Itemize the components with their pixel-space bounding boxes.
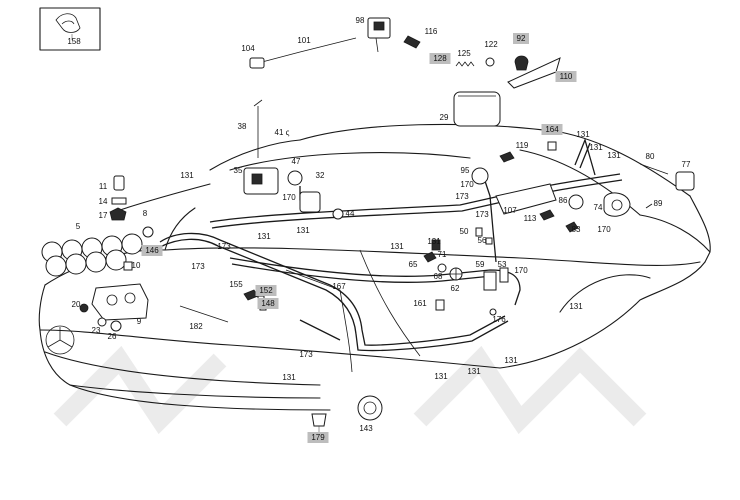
callout-c170a: 170 [460, 180, 474, 189]
callout-c68: 68 [434, 272, 443, 281]
callout-c65: 65 [409, 260, 418, 269]
callout-c50: 50 [460, 227, 469, 236]
callout-c41: 41 ς [275, 128, 290, 137]
callout-c101: 101 [297, 36, 311, 45]
callout-c98: 98 [356, 16, 365, 25]
callout-c95: 95 [461, 166, 470, 175]
callout-c23: 23 [92, 326, 101, 335]
callout-c74: 74 [594, 203, 603, 212]
callout-c14: 14 [99, 197, 108, 206]
callout-c47: 47 [292, 157, 301, 166]
callout-c167: 167 [332, 282, 346, 291]
callout-c86: 86 [559, 196, 568, 205]
callout-c170c: 170 [597, 225, 611, 234]
vacuum-lines [159, 137, 623, 352]
callout-c131l: 131 [434, 372, 448, 381]
callout-c131i: 131 [569, 302, 583, 311]
callout-c131c: 131 [607, 151, 621, 160]
callout-highlight-c179 [307, 432, 329, 443]
callout-c146: 146 [145, 246, 159, 255]
callout-c173c: 173 [217, 242, 231, 251]
callout-c104: 104 [241, 44, 255, 53]
callout-c32: 32 [316, 171, 325, 180]
callout-c148: 148 [261, 299, 275, 308]
callout-c92: 92 [517, 34, 526, 43]
callout-c161: 161 [413, 299, 427, 308]
callout-highlight-c110 [555, 71, 577, 82]
callout-c155: 155 [229, 280, 243, 289]
callout-highlight-c164 [541, 124, 563, 135]
callout-c131j: 131 [504, 356, 518, 365]
callout-c119: 119 [516, 141, 529, 150]
ball-cluster [41, 233, 143, 277]
callout-c89: 89 [654, 199, 663, 208]
callout-c176: 176 [492, 315, 506, 324]
callout-c71: 71 [438, 250, 447, 259]
callout-c131d: 131 [180, 171, 194, 180]
callout-c8: 8 [143, 209, 148, 218]
callout-c131g: 131 [390, 242, 404, 251]
callout-c62: 62 [451, 284, 460, 293]
callout-c44: 44 [346, 209, 355, 218]
callout-c5: 5 [76, 222, 81, 231]
callout-c131a: 131 [576, 130, 590, 139]
callout-c158: 158 [67, 37, 81, 46]
callout-c173a: 173 [455, 192, 469, 201]
callout-c56: 56 [478, 236, 487, 245]
callout-c152: 152 [259, 286, 273, 295]
callout-c83: 83 [572, 225, 581, 234]
callout-c173e: 173 [299, 350, 313, 359]
callout-c10: 10 [132, 261, 141, 270]
callout-c143: 143 [359, 424, 373, 433]
callout-c179: 179 [311, 433, 325, 442]
parts [41, 17, 695, 432]
callout-c116: 116 [425, 27, 438, 36]
watermark [53, 345, 647, 435]
callout-highlight-c128 [429, 53, 451, 64]
inset-box [39, 7, 101, 51]
callout-c20: 20 [72, 300, 81, 309]
callout-c29: 29 [440, 113, 449, 122]
callout-c125: 125 [457, 49, 471, 58]
callout-c182: 182 [189, 322, 203, 331]
callout-c128: 128 [433, 54, 447, 63]
callout-c131b: 131 [589, 143, 603, 152]
callout-c173b: 173 [475, 210, 489, 219]
callout-c59: 59 [476, 260, 485, 269]
callout-c53: 53 [498, 260, 507, 269]
callout-c77: 77 [682, 160, 691, 169]
callout-c170d: 170 [514, 266, 528, 275]
callout-c9: 9 [137, 317, 142, 326]
callout-c113: 113 [524, 214, 537, 223]
callout-c173d: 173 [191, 262, 205, 271]
callout-c110: 110 [560, 72, 573, 81]
callout-c80: 80 [646, 152, 655, 161]
callout-c164: 164 [545, 125, 559, 134]
callout-c131m: 131 [467, 367, 481, 376]
callout-highlight-c146 [141, 245, 163, 256]
callout-c17: 17 [99, 211, 108, 220]
callout-c26: 26 [108, 332, 117, 341]
callout-c122: 122 [484, 40, 498, 49]
callout-c11: 11 [99, 182, 108, 191]
callout-c131f: 131 [296, 226, 310, 235]
callout-c170b: 170 [282, 193, 296, 202]
callout-highlight-c148 [257, 298, 279, 309]
callout-c107: 107 [503, 206, 517, 215]
callout-highlight-c152 [255, 285, 277, 296]
callout-highlight-c92 [513, 33, 529, 44]
callout-c131e: 131 [257, 232, 271, 241]
callout-c35: 35 [234, 166, 243, 175]
callout-c131k: 131 [282, 373, 296, 382]
callout-c131h: 131 [427, 237, 441, 246]
callout-c38: 38 [238, 122, 247, 131]
